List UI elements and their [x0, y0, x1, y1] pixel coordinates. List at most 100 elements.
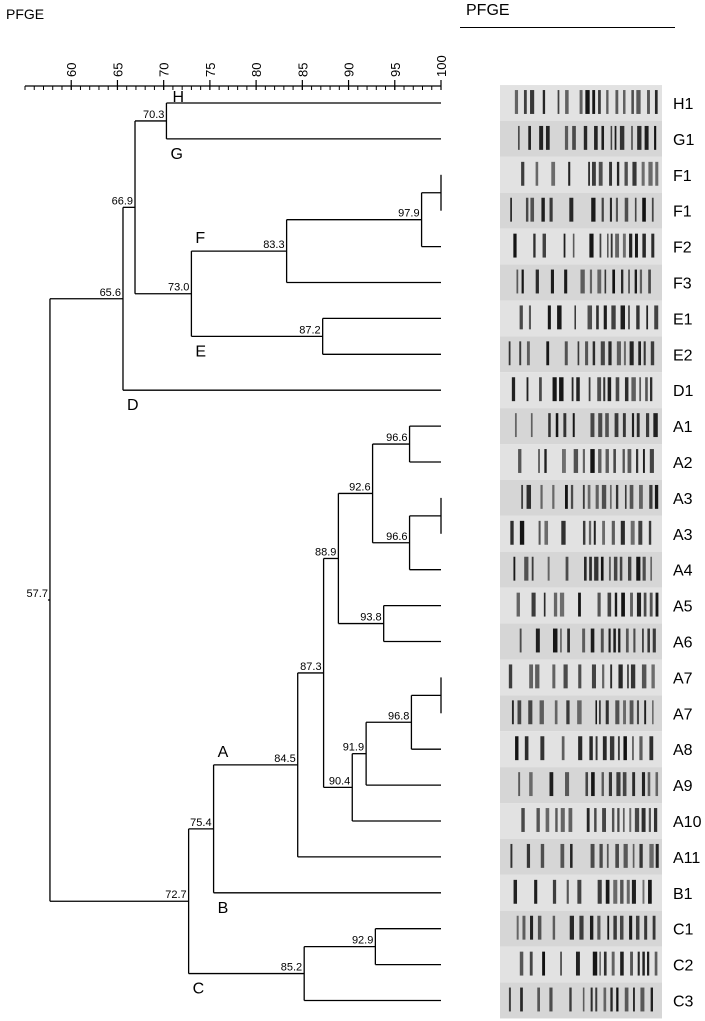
gel-band — [590, 843, 595, 868]
gel-band — [535, 269, 539, 294]
gel-band — [563, 664, 568, 689]
gel-band — [618, 628, 621, 653]
gel-band — [631, 413, 635, 438]
gel-band — [624, 161, 628, 186]
gel-band — [630, 592, 633, 617]
lane-label: A4 — [673, 563, 693, 580]
gel-band — [598, 449, 602, 473]
gel-band — [591, 197, 596, 222]
gel-lane — [500, 479, 662, 516]
gel-band — [566, 700, 570, 725]
gel-band — [580, 269, 585, 294]
gel-band — [552, 664, 556, 689]
lane-label: F2 — [673, 240, 692, 257]
gel-band — [592, 161, 596, 186]
gel-band — [544, 520, 549, 545]
gel-band — [623, 90, 626, 114]
gel-band — [643, 592, 647, 617]
gel-band — [613, 449, 616, 473]
gel-band — [637, 951, 640, 976]
gel-band — [632, 736, 634, 761]
lane-label: F1 — [673, 204, 692, 221]
gel-band — [600, 341, 605, 366]
gel-band — [521, 161, 525, 186]
gel-band — [513, 556, 516, 581]
gel-band — [598, 161, 603, 186]
gel-band — [570, 484, 574, 509]
gel-band — [584, 556, 587, 581]
gel-band — [639, 736, 643, 761]
gel-band — [519, 305, 523, 330]
gel-band — [639, 843, 643, 868]
gel-band — [521, 808, 525, 832]
gel-band — [608, 341, 612, 366]
gel-band — [521, 269, 524, 294]
gel-band — [588, 520, 592, 545]
gel-band — [518, 449, 522, 473]
gel-band — [546, 341, 550, 366]
gel-band — [609, 161, 613, 186]
node-similarity-label: 66.9 — [112, 195, 133, 207]
gel-lane — [500, 838, 662, 875]
gel-band — [533, 233, 536, 258]
gel-band — [594, 125, 598, 150]
gel-band — [613, 915, 617, 940]
gel-band — [517, 700, 522, 725]
gel-band — [641, 161, 645, 186]
gel-band — [536, 808, 540, 832]
gel-band — [597, 269, 602, 294]
gel-band — [649, 484, 653, 509]
gel-band — [641, 664, 647, 689]
gel-band — [561, 449, 566, 473]
node-similarity-label: 73.0 — [168, 282, 189, 294]
gel-band — [615, 377, 620, 402]
gel-band — [516, 269, 519, 294]
gel-band — [655, 772, 659, 797]
gel-band — [545, 125, 550, 150]
gel-band — [635, 915, 640, 940]
gel-band — [510, 197, 512, 222]
gel-band — [636, 592, 642, 617]
gel-band — [610, 233, 613, 258]
gel-band — [568, 161, 571, 186]
gel-band — [622, 772, 627, 797]
gel-band — [577, 700, 582, 725]
gel-band — [559, 377, 564, 402]
lane-label: A8 — [673, 742, 693, 759]
gel-band — [539, 700, 544, 725]
gel-band — [591, 772, 595, 797]
gel-band — [615, 700, 620, 725]
gel-band — [626, 879, 630, 904]
node-similarity-label: 70.3 — [143, 109, 164, 121]
gel-band — [630, 664, 636, 689]
gel-band — [554, 700, 558, 725]
gel-band — [611, 951, 615, 976]
node-similarity-label: 65.6 — [100, 287, 121, 299]
gel-band — [649, 592, 653, 617]
gel-band — [620, 951, 624, 976]
gel-band — [605, 449, 609, 473]
scale-tick-label: 80 — [249, 63, 264, 77]
cluster-label: D — [127, 397, 139, 414]
gel-band — [540, 484, 543, 509]
gel-band — [647, 772, 651, 797]
lane-label: F1 — [673, 168, 692, 185]
gel-band — [638, 520, 643, 545]
gel-band — [537, 915, 542, 940]
gel-band — [623, 736, 627, 761]
gel-band — [526, 484, 532, 509]
gel-band — [636, 90, 641, 114]
gel-band — [608, 772, 613, 797]
gel-band — [605, 700, 609, 725]
lane-label: G1 — [673, 132, 694, 149]
gel-band — [651, 197, 654, 222]
gel-band — [653, 808, 658, 832]
gel-band — [633, 628, 636, 653]
gel-band — [618, 664, 623, 689]
gel-band — [528, 125, 531, 150]
gel-band — [565, 90, 569, 114]
gel-band — [628, 556, 632, 581]
gel-band — [602, 808, 607, 832]
gel-band — [608, 556, 611, 581]
gel-band — [616, 341, 621, 366]
